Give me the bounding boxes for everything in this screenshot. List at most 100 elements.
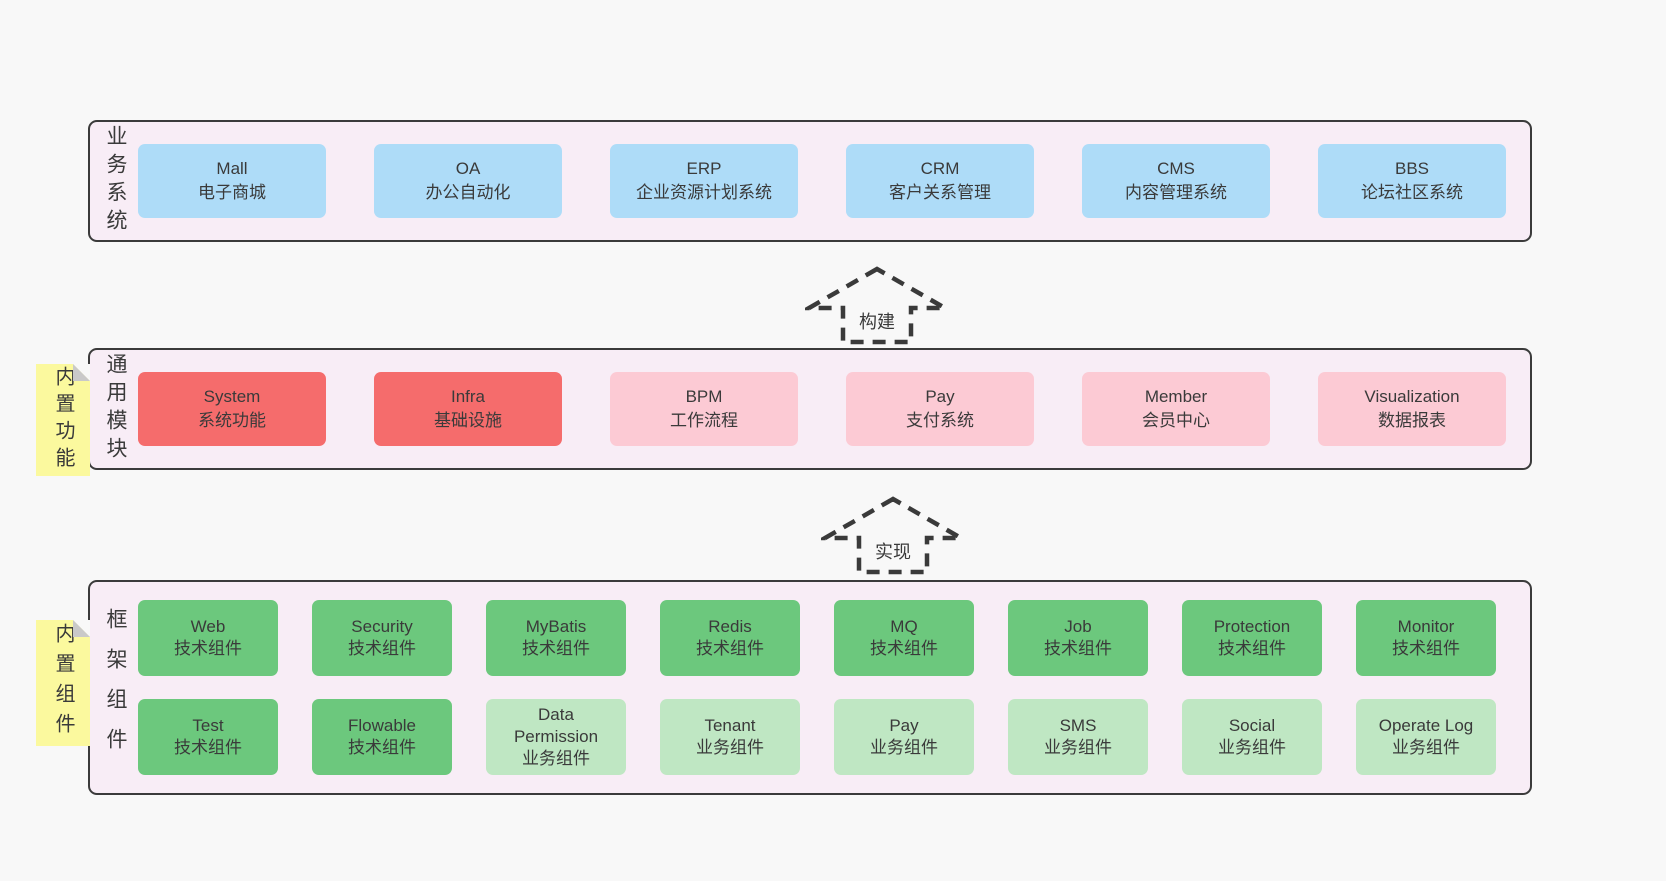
card-web: Web 技术组件: [138, 600, 278, 676]
module-cards-row: System 系统功能 Infra 基础设施 BPM 工作流程 Pay 支付系统…: [138, 372, 1530, 446]
card-title: CRM: [920, 158, 960, 178]
card-test: Test 技术组件: [138, 699, 278, 775]
card-title: MQ: [890, 616, 918, 636]
card-data-permission: Data Permission 业务组件: [486, 699, 626, 775]
card-title: Infra: [450, 386, 486, 406]
card-title: Web: [190, 616, 226, 636]
card-infra: Infra 基础设施: [374, 372, 562, 446]
panel-modules-label: 通用模块: [104, 353, 127, 465]
card-title: Pay: [889, 715, 919, 735]
card-title: System: [203, 386, 261, 406]
sticky-built-in-components: 内置组件: [36, 620, 90, 746]
card-title: Mall: [216, 158, 248, 178]
card-subtitle: 业务组件: [870, 738, 938, 757]
card-subtitle: 会员中心: [1142, 411, 1210, 430]
business-cards-row: Mall 电子商城 OA 办公自动化 ERP 企业资源计划系统 CRM 客户关系…: [138, 144, 1530, 218]
card-redis: Redis 技术组件: [660, 600, 800, 676]
card-monitor: Monitor 技术组件: [1356, 600, 1496, 676]
card-subtitle: 技术组件: [348, 738, 416, 757]
card-title: CMS: [1157, 158, 1195, 178]
card-tenant: Tenant 业务组件: [660, 699, 800, 775]
card-mall: Mall 电子商城: [138, 144, 326, 218]
card-title: BPM: [685, 386, 723, 406]
arrow-implement: 实现: [821, 496, 965, 576]
card-subtitle: 业务组件: [1044, 738, 1112, 757]
card-bbs: BBS 论坛社区系统: [1318, 144, 1506, 218]
card-pay-component: Pay 业务组件: [834, 699, 974, 775]
card-title: BBS: [1394, 158, 1430, 178]
card-subtitle: 技术组件: [522, 639, 590, 658]
card-subtitle: 业务组件: [522, 749, 590, 769]
card-operate-log: Operate Log 业务组件: [1356, 699, 1496, 775]
card-job: Job 技术组件: [1008, 600, 1148, 676]
card-member: Member 会员中心: [1082, 372, 1270, 446]
card-title: Member: [1144, 386, 1208, 406]
sticky-built-in-features-label: 内置功能: [52, 366, 74, 474]
framework-row-1: Web 技术组件 Security 技术组件 MyBatis 技术组件 Redi…: [138, 600, 1514, 676]
card-subtitle: 业务组件: [1218, 738, 1286, 757]
card-title: Operate Log: [1378, 715, 1474, 735]
card-title: ERP: [686, 158, 722, 178]
card-subtitle: 技术组件: [174, 738, 242, 757]
card-subtitle: 基础设施: [434, 411, 502, 430]
card-subtitle: 业务组件: [696, 738, 764, 757]
card-subtitle: 支付系统: [906, 411, 974, 430]
card-mq: MQ 技术组件: [834, 600, 974, 676]
card-visualization: Visualization 数据报表: [1318, 372, 1506, 446]
card-pay-module: Pay 支付系统: [846, 372, 1034, 446]
card-subtitle: 系统功能: [198, 411, 266, 430]
card-title: Security: [351, 616, 413, 636]
arrow-implement-label: 实现: [872, 538, 914, 564]
panel-business-label: 业务系统: [104, 125, 127, 237]
card-flowable: Flowable 技术组件: [312, 699, 452, 775]
card-title: Social: [1228, 715, 1276, 735]
sticky-built-in-features: 内置功能: [36, 364, 90, 476]
card-subtitle: 论坛社区系统: [1361, 183, 1463, 202]
card-title: Job: [1064, 616, 1092, 636]
card-title: Test: [192, 715, 224, 735]
card-title: Redis: [708, 616, 752, 636]
card-oa: OA 办公自动化: [374, 144, 562, 218]
sticky-built-in-components-label: 内置组件: [52, 623, 74, 743]
card-subtitle: 数据报表: [1378, 411, 1446, 430]
card-title: Visualization: [1364, 386, 1460, 406]
panel-framework-label: 框架组件: [104, 607, 127, 768]
card-crm: CRM 客户关系管理: [846, 144, 1034, 218]
arrow-build-label: 构建: [856, 308, 898, 334]
card-mybatis: MyBatis 技术组件: [486, 600, 626, 676]
arrow-build: 构建: [805, 266, 949, 346]
card-cms: CMS 内容管理系统: [1082, 144, 1270, 218]
card-subtitle: 技术组件: [696, 639, 764, 658]
panel-business-systems: 业务系统 Mall 电子商城 OA 办公自动化 ERP 企业资源计划系统 CRM…: [88, 120, 1532, 242]
framework-rows: Web 技术组件 Security 技术组件 MyBatis 技术组件 Redi…: [138, 600, 1530, 775]
card-sms: SMS 业务组件: [1008, 699, 1148, 775]
card-title: Pay: [925, 386, 955, 406]
card-security: Security 技术组件: [312, 600, 452, 676]
card-title: MyBatis: [525, 616, 587, 636]
card-subtitle: 客户关系管理: [889, 183, 991, 202]
card-subtitle: 电子商城: [198, 183, 266, 202]
card-title: OA: [455, 158, 481, 178]
card-title: Tenant: [704, 715, 756, 735]
panel-common-modules: 通用模块 System 系统功能 Infra 基础设施 BPM 工作流程 Pay…: [88, 348, 1532, 470]
card-subtitle: 技术组件: [870, 639, 938, 658]
card-title: Monitor: [1397, 616, 1455, 636]
card-title: Data Permission: [513, 704, 599, 746]
card-subtitle: 工作流程: [670, 411, 738, 430]
up-arrow-icon: [805, 266, 949, 345]
card-title: SMS: [1059, 715, 1097, 735]
card-system: System 系统功能: [138, 372, 326, 446]
card-subtitle: 办公自动化: [425, 183, 511, 202]
card-subtitle: 技术组件: [174, 639, 242, 658]
card-subtitle: 技术组件: [1044, 639, 1112, 658]
panel-framework-components: 框架组件 Web 技术组件 Security 技术组件 MyBatis 技术组件…: [88, 580, 1532, 795]
card-bpm: BPM 工作流程: [610, 372, 798, 446]
card-title: Protection: [1213, 616, 1291, 636]
framework-row-2: Test 技术组件 Flowable 技术组件 Data Permission …: [138, 699, 1514, 775]
card-erp: ERP 企业资源计划系统: [610, 144, 798, 218]
card-protection: Protection 技术组件: [1182, 600, 1322, 676]
card-subtitle: 技术组件: [1392, 639, 1460, 658]
card-subtitle: 内容管理系统: [1125, 183, 1227, 202]
card-social: Social 业务组件: [1182, 699, 1322, 775]
up-arrow-icon: [821, 496, 965, 575]
